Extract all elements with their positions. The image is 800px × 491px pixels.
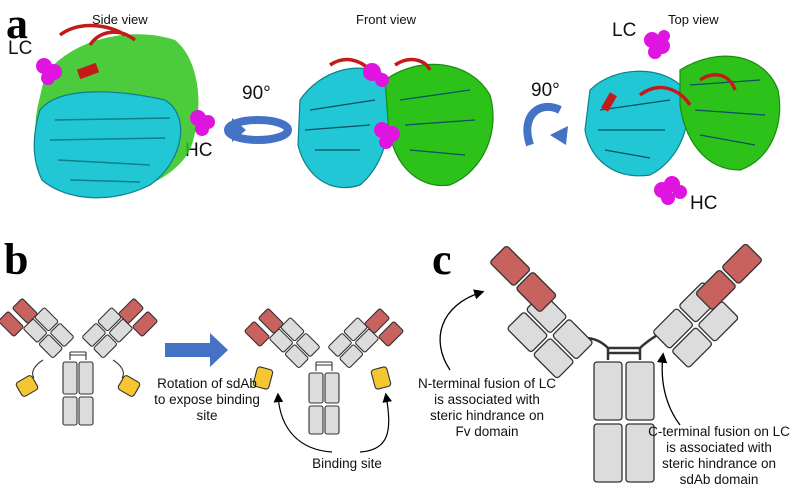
- antibody-fusion-diagram: [490, 243, 762, 483]
- c-terminal-caption-line-2: is associated with: [666, 440, 772, 455]
- panel-c-label: c: [432, 235, 452, 284]
- rotation-caption-line-3: site: [196, 408, 218, 423]
- rotation-2-label: 90°: [531, 80, 560, 101]
- front-view-title: Front view: [356, 12, 416, 27]
- c-terminal-caption: C-terminal fusion on LC is associated wi…: [640, 424, 798, 488]
- n-terminal-caption-line-3: steric hindrance on: [429, 408, 545, 423]
- n-terminal-arrow: [439, 289, 485, 371]
- side-lc-sphere: [36, 58, 62, 85]
- n-terminal-caption-line-2: is associated with: [434, 392, 540, 407]
- top-view-hc-label: HC: [690, 193, 718, 214]
- c-terminal-arrow: [656, 352, 681, 426]
- top-hc-sphere: [654, 176, 687, 205]
- side-view-structure: [33, 23, 215, 199]
- c-terminal-caption-line-3: steric hindrance on: [661, 456, 777, 471]
- rotation-arrow-2: [523, 102, 568, 147]
- side-view-lc-label: LC: [8, 38, 33, 59]
- panel-a-label: a: [6, 0, 28, 48]
- rotation-caption-line-1: Rotation of sdAb: [157, 376, 257, 391]
- front-sphere-middle: [374, 122, 400, 149]
- side-hc-sphere: [190, 110, 215, 136]
- rotation-caption-line-2: to expose binding: [154, 392, 260, 407]
- n-terminal-caption-line-4: Fv domain: [455, 424, 519, 439]
- binding-arrow-right: [359, 392, 392, 453]
- front-view-structure: [297, 57, 494, 189]
- rotation-arrow-1: [224, 116, 292, 144]
- antibody-exposed-sdab: [244, 308, 404, 435]
- panel-b-label: b: [4, 235, 29, 284]
- n-terminal-caption-line-1: N-terminal fusion of LC: [417, 376, 557, 391]
- binding-site-caption: Binding site: [312, 456, 382, 471]
- top-view-title: Top view: [668, 12, 719, 27]
- rotation-arrow-b: [165, 333, 228, 367]
- antibody-hidden-sdab: [0, 298, 158, 426]
- side-view-hc-label: HC: [185, 140, 213, 161]
- front-sphere-top: [363, 63, 389, 87]
- rotation-1-label: 90°: [242, 83, 271, 104]
- binding-arrow-left: [273, 392, 333, 453]
- top-view-structure: [584, 30, 781, 205]
- rotation-caption: Rotation of sdAb to expose binding site: [142, 376, 272, 424]
- c-terminal-caption-line-4: sdAb domain: [679, 472, 759, 487]
- c-terminal-caption-line-1: C-terminal fusion on LC: [648, 424, 790, 439]
- n-terminal-caption: N-terminal fusion of LC is associated wi…: [412, 376, 562, 440]
- side-view-title: Side view: [92, 12, 148, 27]
- top-view-lc-label: LC: [612, 20, 637, 41]
- top-lc-sphere: [644, 30, 670, 59]
